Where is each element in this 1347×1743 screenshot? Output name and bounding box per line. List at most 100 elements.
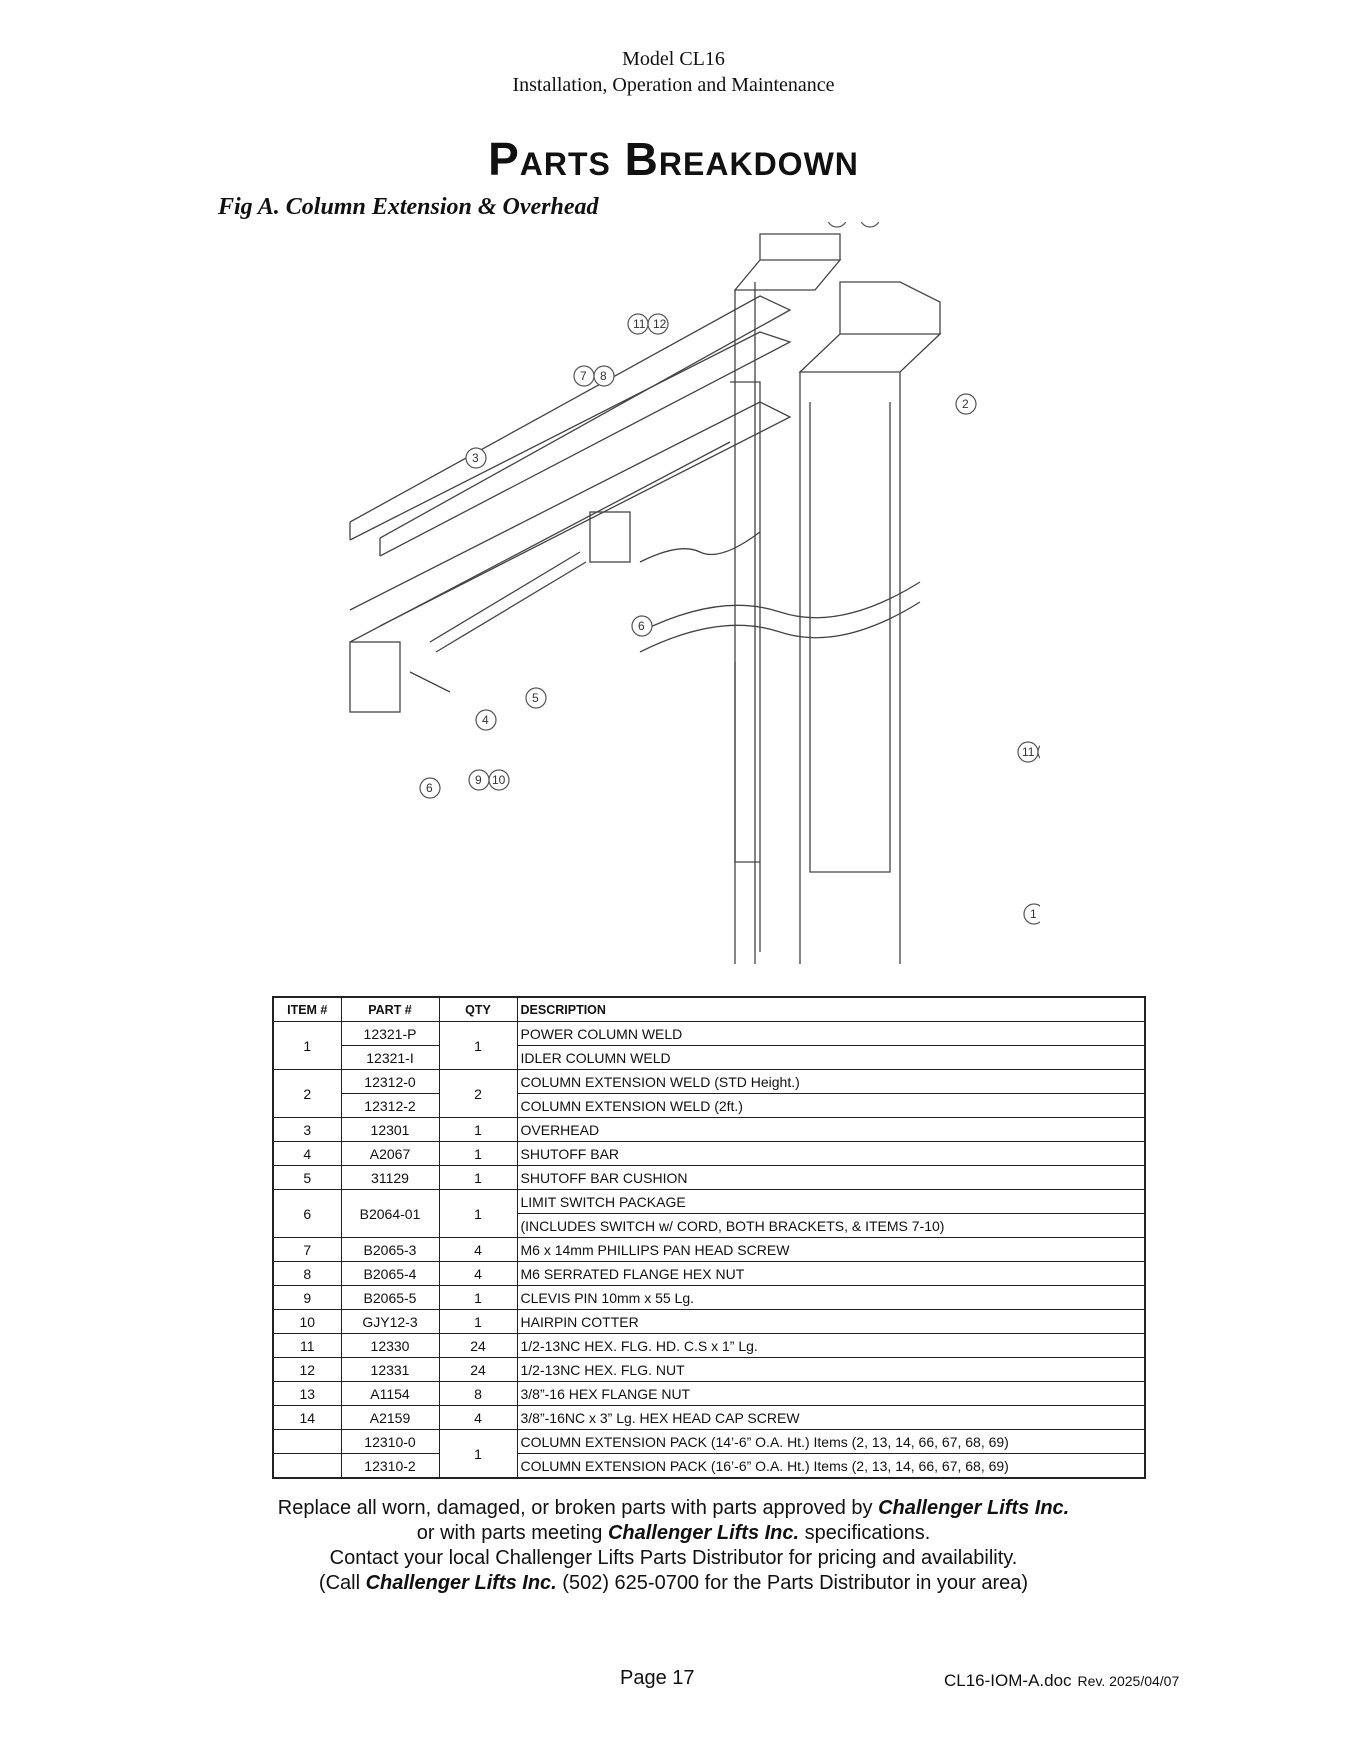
qty-cell: 1 <box>438 1117 518 1142</box>
qty-cell: 1 <box>438 1189 518 1238</box>
qty-cell: 1 <box>438 1141 518 1166</box>
item-cell <box>272 1429 342 1454</box>
part-cell: A2159 <box>340 1405 440 1430</box>
parts-diagram: 14 13 11 12 7 8 2 3 6 5 4 6 9 10 11 12 1 <box>340 206 1059 974</box>
part-cell: 12321-I <box>340 1045 440 1070</box>
svg-text:3: 3 <box>472 451 479 465</box>
qty-cell: 24 <box>438 1357 518 1382</box>
qty-cell: 4 <box>438 1261 518 1286</box>
table-row: 4 A2067 1 SHUTOFF BAR <box>272 1141 1146 1166</box>
description-cell: LIMIT SWITCH PACKAGE <box>516 1189 1146 1214</box>
table-row: 2 12312-0 2 COLUMN EXTENSION WELD (STD H… <box>272 1069 1146 1118</box>
svg-text:9: 9 <box>475 773 482 787</box>
document-header: Model CL16 Installation, Operation and M… <box>0 46 1347 98</box>
item-cell: 13 <box>272 1381 342 1406</box>
part-cell: 12301 <box>340 1117 440 1142</box>
column-extension-top <box>759 233 841 260</box>
revision-date: Rev. 2025/04/07 <box>1077 1673 1180 1689</box>
company-name: Challenger Lifts Inc. <box>365 1572 557 1594</box>
description-cell: 1/2-13NC HEX. FLG. NUT <box>516 1357 1146 1382</box>
description-cell: 1/2-13NC HEX. FLG. HD. C.S x 1” Lg. <box>516 1333 1146 1358</box>
item-cell: 6 <box>272 1189 342 1238</box>
item-cell: 14 <box>272 1405 342 1430</box>
qty-cell: 4 <box>438 1405 518 1430</box>
svg-text:4: 4 <box>482 713 489 727</box>
table-header-row: ITEM # PART # QTY DESCRIPTION <box>272 996 1146 1022</box>
svg-text:11: 11 <box>633 317 646 331</box>
item-cell <box>272 1453 342 1479</box>
table-row: 12310-2 COLUMN EXTENSION PACK (16’-6” O.… <box>272 1453 1146 1479</box>
company-name: Challenger Lifts Inc. <box>607 1522 800 1544</box>
part-cell: 12310-2 <box>340 1453 440 1479</box>
page-number: Page 17 <box>620 1667 695 1689</box>
qty-cell: 2 <box>438 1069 518 1118</box>
description-cell: IDLER COLUMN WELD <box>516 1045 1146 1070</box>
company-name: Challenger Lifts Inc. <box>878 1497 1070 1519</box>
item-cell: 10 <box>272 1309 342 1334</box>
svg-text:12: 12 <box>653 317 667 331</box>
svg-text:1: 1 <box>1030 907 1037 921</box>
qty-cell: 1 <box>438 1429 518 1479</box>
item-cell: 5 <box>272 1165 342 1190</box>
table-row: 1 12321-P 1 POWER COLUMN WELD <box>272 1021 1146 1070</box>
parts-table: ITEM # PART # QTY DESCRIPTION 1 12321-P … <box>272 996 1146 1479</box>
table-row: 12 12331 24 1/2-13NC HEX. FLG. NUT <box>272 1357 1146 1382</box>
figure-caption: Fig A. Column Extension & Overhead <box>218 194 599 220</box>
part-cell: 12330 <box>340 1333 440 1358</box>
table-row: 8 B2065-4 4 M6 SERRATED FLANGE HEX NUT <box>272 1261 1146 1286</box>
svg-text:2: 2 <box>962 397 969 411</box>
table-row: 7 B2065-3 4 M6 x 14mm PHILLIPS PAN HEAD … <box>272 1237 1146 1262</box>
part-cell: 12331 <box>340 1357 440 1382</box>
item-cell: 12 <box>272 1357 342 1382</box>
notice-line-1: Replace all worn, damaged, or broken par… <box>277 1497 1070 1519</box>
header-part: PART # <box>340 996 440 1022</box>
svg-text:6: 6 <box>638 619 645 633</box>
part-cell: A2067 <box>340 1141 440 1166</box>
part-cell: B2065-5 <box>340 1285 440 1310</box>
svg-text:11: 11 <box>1022 745 1035 759</box>
item-cell: 2 <box>272 1069 342 1118</box>
item-cell: 7 <box>272 1237 342 1262</box>
svg-text:14: 14 <box>832 222 846 224</box>
part-cell: 12310-0 <box>340 1429 440 1454</box>
svg-text:7: 7 <box>580 369 587 383</box>
lower-bracket <box>349 641 401 713</box>
table-row: 11 12330 24 1/2-13NC HEX. FLG. HD. C.S x… <box>272 1333 1146 1358</box>
limit-switch <box>589 511 631 563</box>
svg-text:10: 10 <box>492 773 506 787</box>
description-cell: 3/8”-16 HEX FLANGE NUT <box>516 1381 1146 1406</box>
qty-cell: 24 <box>438 1333 518 1358</box>
qty-cell: 1 <box>438 1309 518 1334</box>
description-cell: SHUTOFF BAR CUSHION <box>516 1165 1146 1190</box>
description-cell: (INCLUDES SWITCH w/ CORD, BOTH BRACKETS,… <box>516 1213 1146 1238</box>
replacement-notice: Replace all worn, damaged, or broken par… <box>0 1496 1347 1596</box>
description-cell: COLUMN EXTENSION PACK (14’-6” O.A. Ht.) … <box>516 1429 1146 1454</box>
table-row: 12312-2 COLUMN EXTENSION WELD (2ft.) <box>273 1093 1146 1118</box>
table-row: 12310-0 1 COLUMN EXTENSION PACK (14’-6” … <box>272 1429 1146 1479</box>
shutoff-bar <box>429 551 587 653</box>
table-row: 6 B2064-01 1 LIMIT SWITCH PACKAGE <box>272 1189 1146 1238</box>
description-cell: COLUMN EXTENSION WELD (STD Height.) <box>516 1069 1146 1094</box>
table-row: 12321-I IDLER COLUMN WELD <box>273 1045 1146 1070</box>
item-cell: 4 <box>272 1141 342 1166</box>
part-cell: 31129 <box>340 1165 440 1190</box>
item-cell: 1 <box>272 1021 342 1070</box>
description-cell: SHUTOFF BAR <box>516 1141 1146 1166</box>
item-cell: 11 <box>272 1333 342 1358</box>
callout-labels: 14 13 11 12 7 8 2 3 6 5 4 6 9 10 11 12 1 <box>419 206 1059 925</box>
manual-subtitle: Installation, Operation and Maintenance <box>512 74 835 96</box>
idler-column <box>799 372 901 964</box>
description-cell: OVERHEAD <box>516 1117 1146 1142</box>
item-cell: 3 <box>272 1117 342 1142</box>
model-name: Model CL16 <box>622 48 725 70</box>
part-cell: B2064-01 <box>340 1189 440 1238</box>
header-item: ITEM # <box>272 996 342 1022</box>
header-description: DESCRIPTION <box>516 996 1146 1022</box>
description-cell: HAIRPIN COTTER <box>516 1309 1146 1334</box>
description-cell: M6 x 14mm PHILLIPS PAN HEAD SCREW <box>516 1237 1146 1262</box>
part-cell: 12321-P <box>340 1021 440 1046</box>
description-cell: M6 SERRATED FLANGE HEX NUT <box>516 1261 1146 1286</box>
part-cell: GJY12-3 <box>340 1309 440 1334</box>
qty-cell: 1 <box>438 1021 518 1070</box>
qty-cell: 1 <box>438 1285 518 1310</box>
